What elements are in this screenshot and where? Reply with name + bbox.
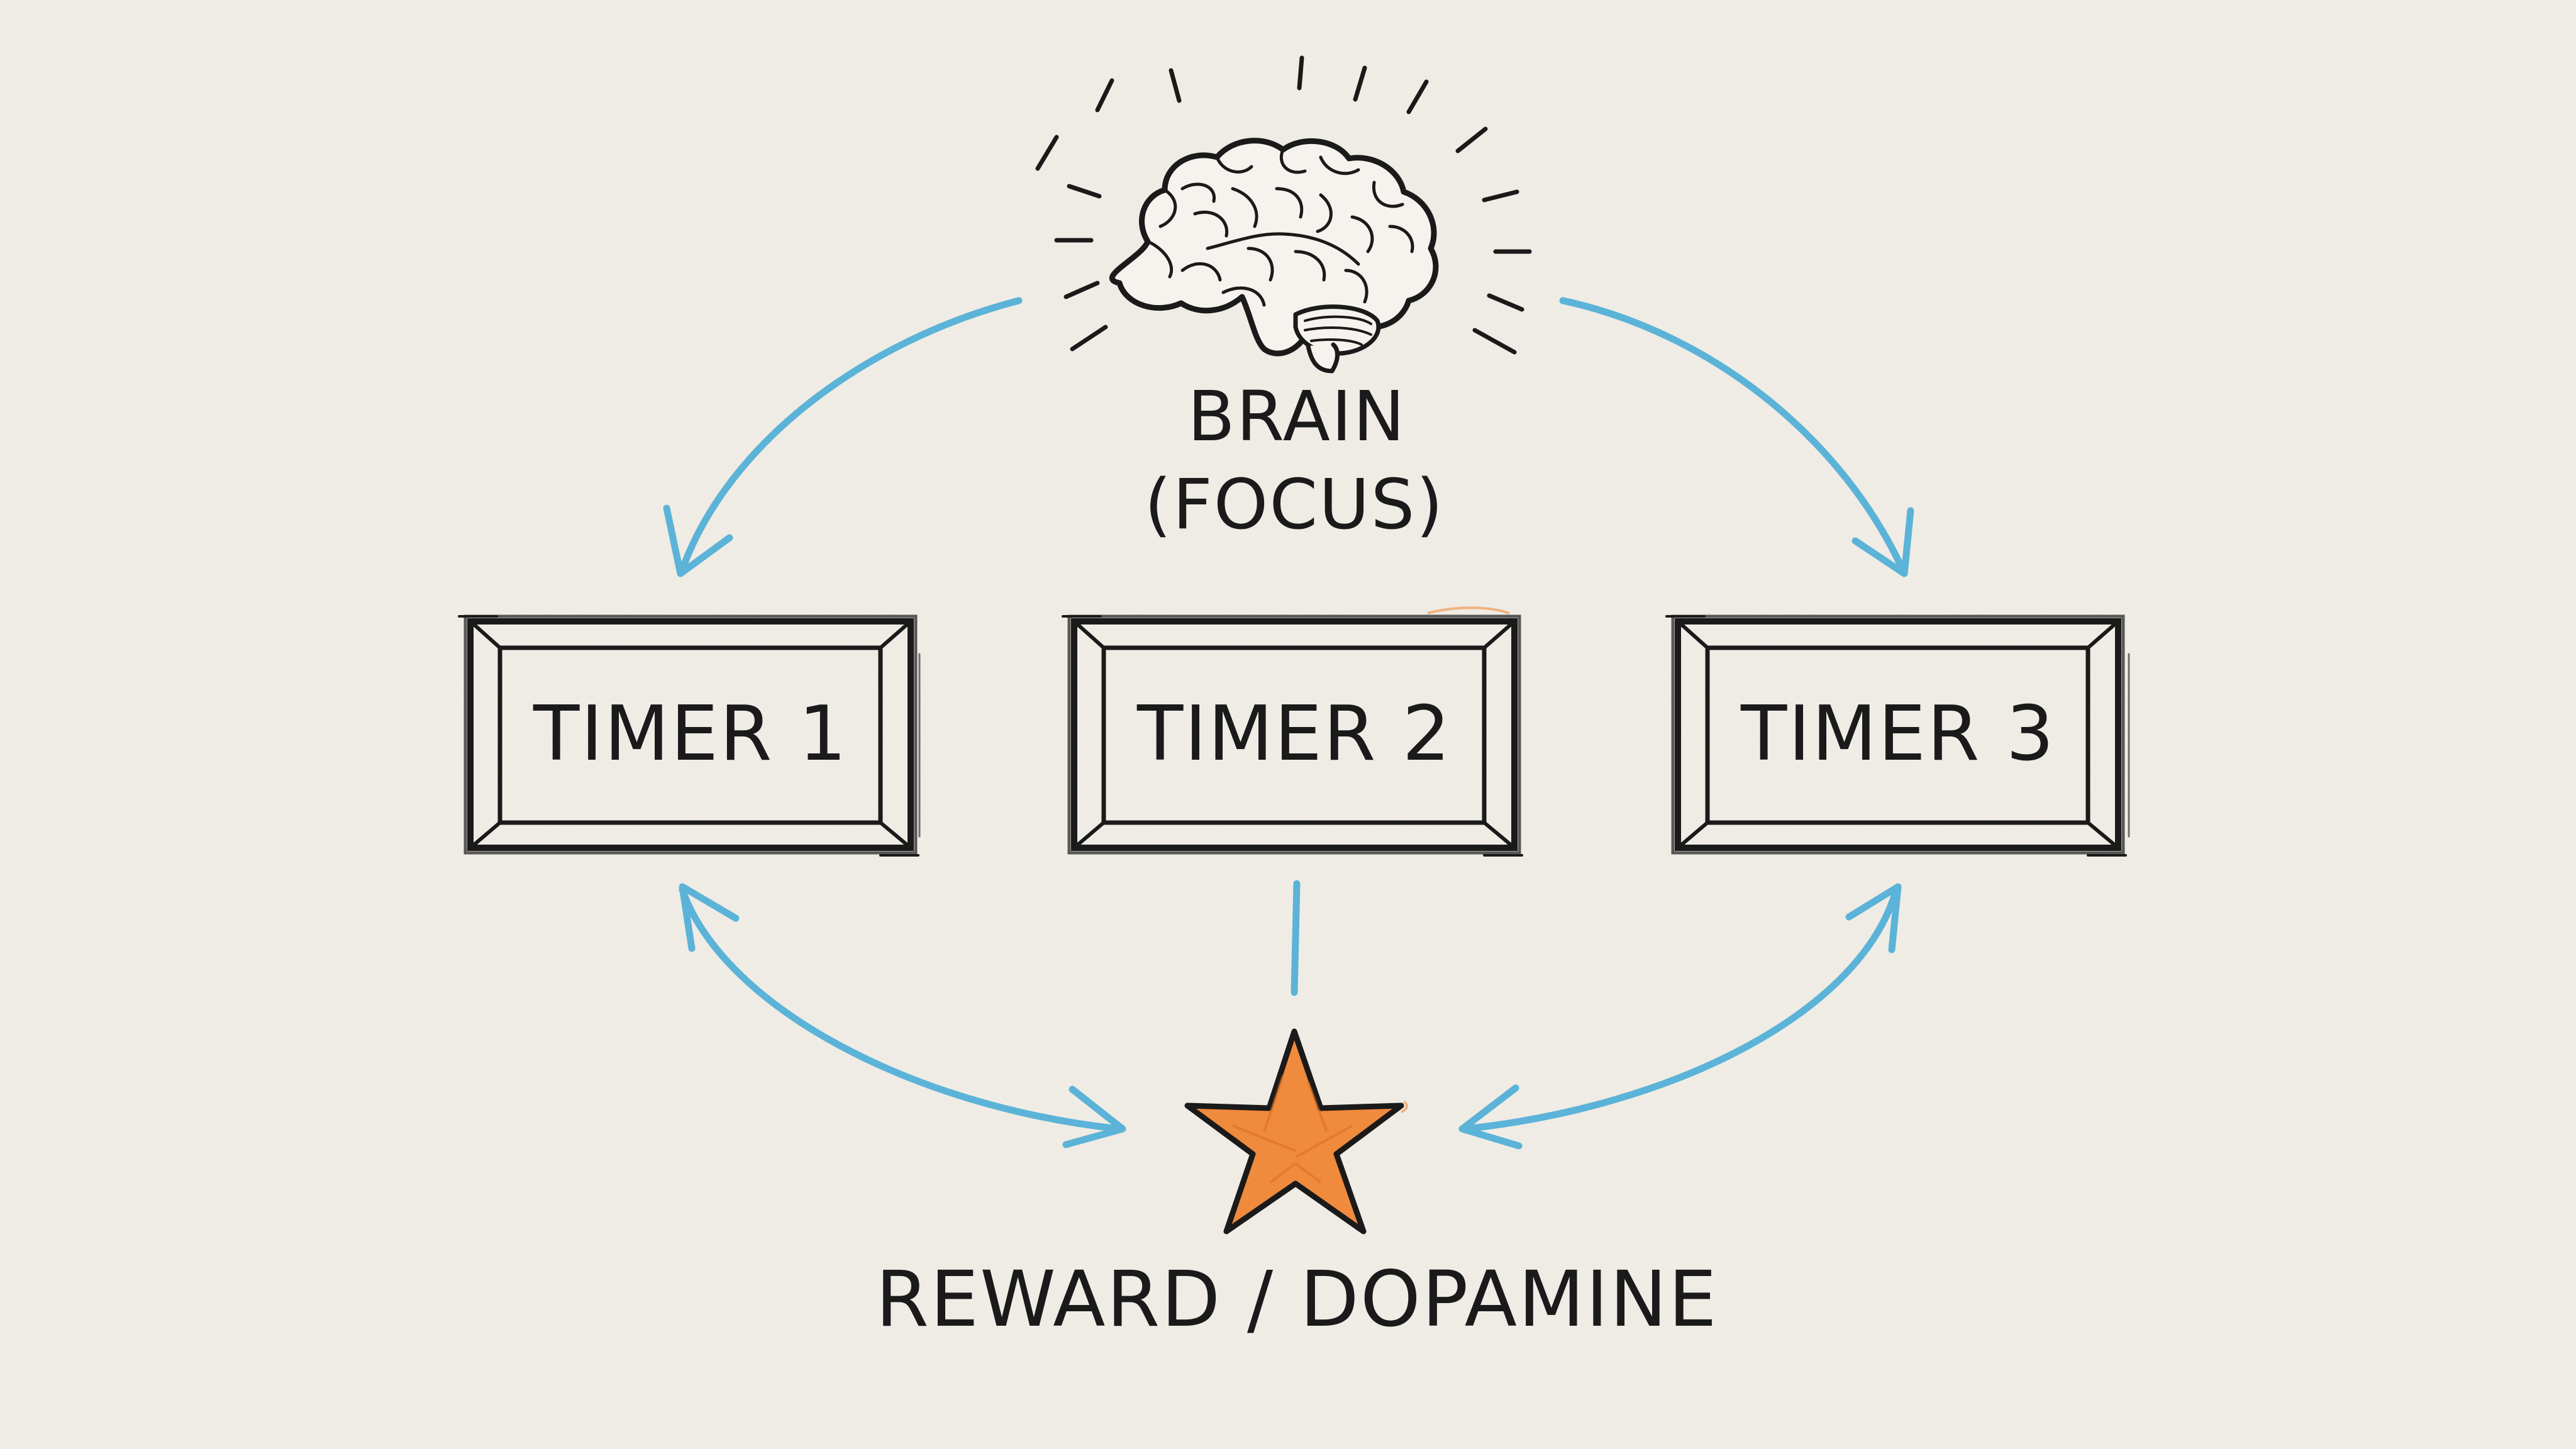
arrow-timer-3-to-reward xyxy=(1462,886,1900,1133)
arrows xyxy=(663,297,1914,1150)
star-icon xyxy=(1184,1028,1408,1235)
timer-label-2: TIMER 2 xyxy=(1136,691,1452,778)
brain-glow-lines-icon xyxy=(1035,55,1532,355)
timer-box-1: TIMER 1 xyxy=(458,614,921,857)
timer-box-2: TIMER 2 xyxy=(1062,606,1523,857)
arrow-brain-to-timer-3 xyxy=(1559,297,1906,573)
brain-icon xyxy=(1035,55,1532,374)
timer-label-3: TIMER 3 xyxy=(1740,691,2055,778)
timer-label-1: TIMER 1 xyxy=(533,691,848,778)
arrowhead-timer-3-up xyxy=(1845,883,1902,953)
brain-label-focus: (FOCUS) xyxy=(1145,464,1445,545)
arrowhead-reward-right xyxy=(1458,1084,1523,1150)
arrowhead-timer-3 xyxy=(1852,507,1914,577)
arrowhead-timer-1 xyxy=(663,504,733,577)
reward-label: REWARD / DOPAMINE xyxy=(875,1255,1718,1344)
arrowhead-reward-left xyxy=(1062,1085,1126,1148)
arrow-brain-to-timer-1 xyxy=(679,297,1023,573)
timer-box-3: TIMER 3 xyxy=(1665,614,2130,857)
arrowhead-timer-1-up xyxy=(679,883,740,952)
arrow-timer-1-to-reward xyxy=(679,886,1123,1133)
line-timer-2-to-reward xyxy=(1291,880,1301,996)
brain-label: BRAIN xyxy=(1187,376,1406,457)
